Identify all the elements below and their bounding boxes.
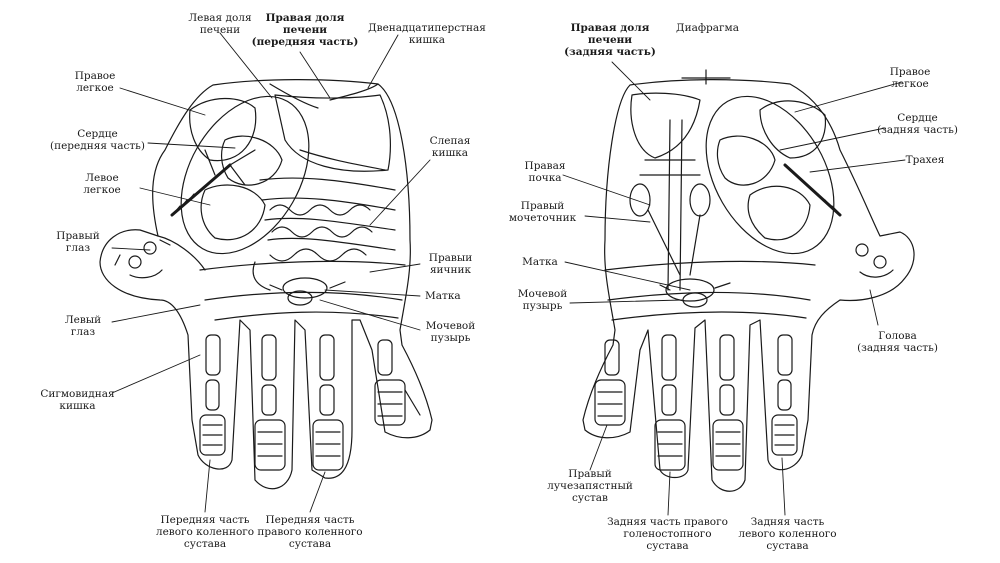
- label-right-ureter: Правый мочеточник: [508, 200, 577, 224]
- label-left-knee-front: Передняя часть левого коленного сустава: [155, 514, 255, 550]
- left-hand-outline: [99, 79, 433, 490]
- leader-lines: [111, 32, 906, 516]
- label-sigmoid: Сигмовидная кишка: [40, 388, 115, 412]
- label-heart-front: Сердце (передняя часть): [50, 128, 145, 152]
- label-bladder-left: Мочевой пузырь: [425, 320, 476, 344]
- left-finger-bones: [199, 334, 421, 471]
- label-uterus-right: Матка: [522, 256, 558, 268]
- label-right-knee-front: Передняя часть правого коленного сустава: [257, 514, 363, 550]
- label-right-wrist: Правый лучезапястный сустав: [547, 468, 633, 504]
- label-head-back: Голова (задняя часть): [857, 330, 938, 354]
- right-thumb-face: [855, 243, 894, 278]
- label-heart-back: Сердце (задняя часть): [877, 112, 958, 136]
- right-chest-oval: [705, 95, 835, 255]
- label-right-ovary: Правыи яичник: [428, 252, 473, 276]
- label-right-lung-left: Правое легкое: [74, 70, 116, 94]
- right-liver-back: [630, 92, 701, 159]
- label-duodenum: Двенадцатиперстная кишка: [368, 22, 486, 46]
- label-right-ankle-back: Задняя часть правого голеностопного суст…: [607, 516, 728, 552]
- label-right-liver-back: Правая доля печени (задняя часть): [564, 22, 656, 58]
- label-left-knee-back: Задняя часть левого коленного сустава: [738, 516, 837, 552]
- left-liver: [274, 94, 391, 172]
- left-hand: [99, 79, 433, 490]
- label-diaphragm: Диафрагма: [676, 22, 739, 34]
- label-right-eye: Правый глаз: [56, 230, 100, 254]
- label-right-kidney: Правая почка: [524, 160, 566, 184]
- label-left-lung: Левое легкое: [83, 172, 121, 196]
- label-left-eye: Левый глаз: [64, 314, 102, 338]
- right-hand-outline: [582, 79, 915, 492]
- right-finger-bones: [594, 334, 798, 471]
- label-right-liver-front: Правая доля печени (передняя часть): [251, 12, 359, 48]
- left-thumb-face: [114, 239, 171, 279]
- label-bladder-right: Мочевой пузырь: [517, 288, 568, 312]
- label-left-liver: Левая доля печени: [188, 12, 252, 36]
- label-trachea: Трахея: [905, 154, 945, 166]
- label-cecum: Слепая кишка: [429, 135, 471, 159]
- label-uterus-left: Матка: [425, 290, 461, 302]
- label-right-lung-right: Правое легкое: [889, 66, 931, 90]
- right-hand: [582, 69, 915, 492]
